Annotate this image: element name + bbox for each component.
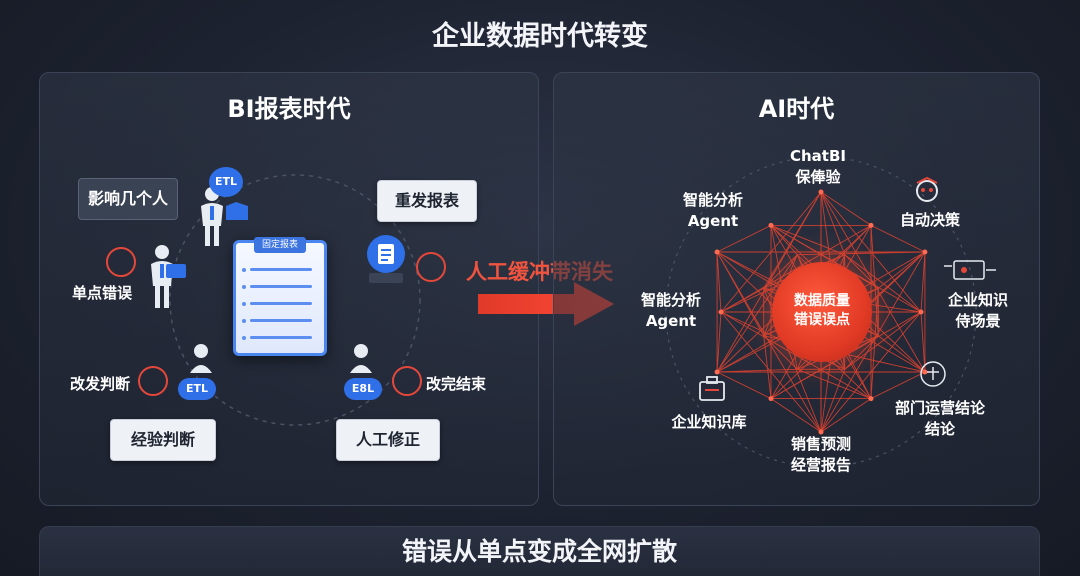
- error-ring-2: [138, 366, 168, 396]
- influence-callout: 影响几个人: [78, 178, 178, 220]
- data-quality-center: 数据质量 错误误点: [772, 262, 872, 362]
- bottom-conclusion: 错误从单点变成全网扩散: [39, 526, 1040, 576]
- smart-agent-top-node: 智能分析 Agent: [682, 191, 743, 230]
- etl-badge-right: E8L: [344, 378, 382, 400]
- chatbi-node: ChatBI 保俸验: [790, 147, 846, 186]
- briefcase-icon: [699, 376, 725, 401]
- bi-orbit: [169, 174, 421, 426]
- error-ring-4: [392, 366, 422, 396]
- sales-forecast-node: 销售预测 经营报告: [790, 435, 851, 474]
- document-tab: 固定报表: [254, 237, 306, 253]
- error-ring-3: [416, 252, 446, 282]
- knowledge-scene-node: 企业知识 侍场景: [947, 291, 1008, 330]
- experience-callout: 经验判断: [110, 419, 216, 461]
- chart-block-icon: [226, 202, 248, 220]
- page-title: 企业数据时代转变: [432, 21, 648, 52]
- resend-callout: 重发报表: [377, 180, 477, 222]
- etl-badge-top: ETL: [209, 167, 243, 197]
- document-icon: [367, 235, 405, 283]
- person-icon: [190, 344, 212, 373]
- center-line-2: 错误误点: [794, 312, 850, 328]
- manual-fix-callout: 人工修正: [336, 419, 440, 461]
- error-ring-1: [106, 247, 136, 277]
- bi-era-title: BI报表时代: [227, 95, 351, 123]
- fixed-report-document: 固定报表: [233, 237, 327, 356]
- auto-decision-node: 自动决策: [899, 211, 960, 229]
- ai-era-title: AI时代: [758, 95, 835, 123]
- folder-icon: [166, 264, 186, 278]
- dashboard-icon: [944, 260, 996, 280]
- person-icon: [350, 344, 372, 373]
- finish-label: 改完结束: [426, 375, 487, 393]
- center-line-1: 数据质量: [794, 293, 850, 309]
- knowledge-base-node: 企业知识库: [671, 413, 747, 431]
- change-judgment-label: 改发判断: [70, 375, 131, 393]
- etl-badge-left: ETL: [178, 378, 216, 400]
- robot-icon: [916, 176, 938, 202]
- scale-icon: [920, 361, 946, 387]
- single-error-label: 单点错误: [72, 284, 133, 302]
- smart-agent-mid-node: 智能分析 Agent: [640, 291, 701, 330]
- dept-ops-node: 部门运营结论 结论: [894, 399, 985, 438]
